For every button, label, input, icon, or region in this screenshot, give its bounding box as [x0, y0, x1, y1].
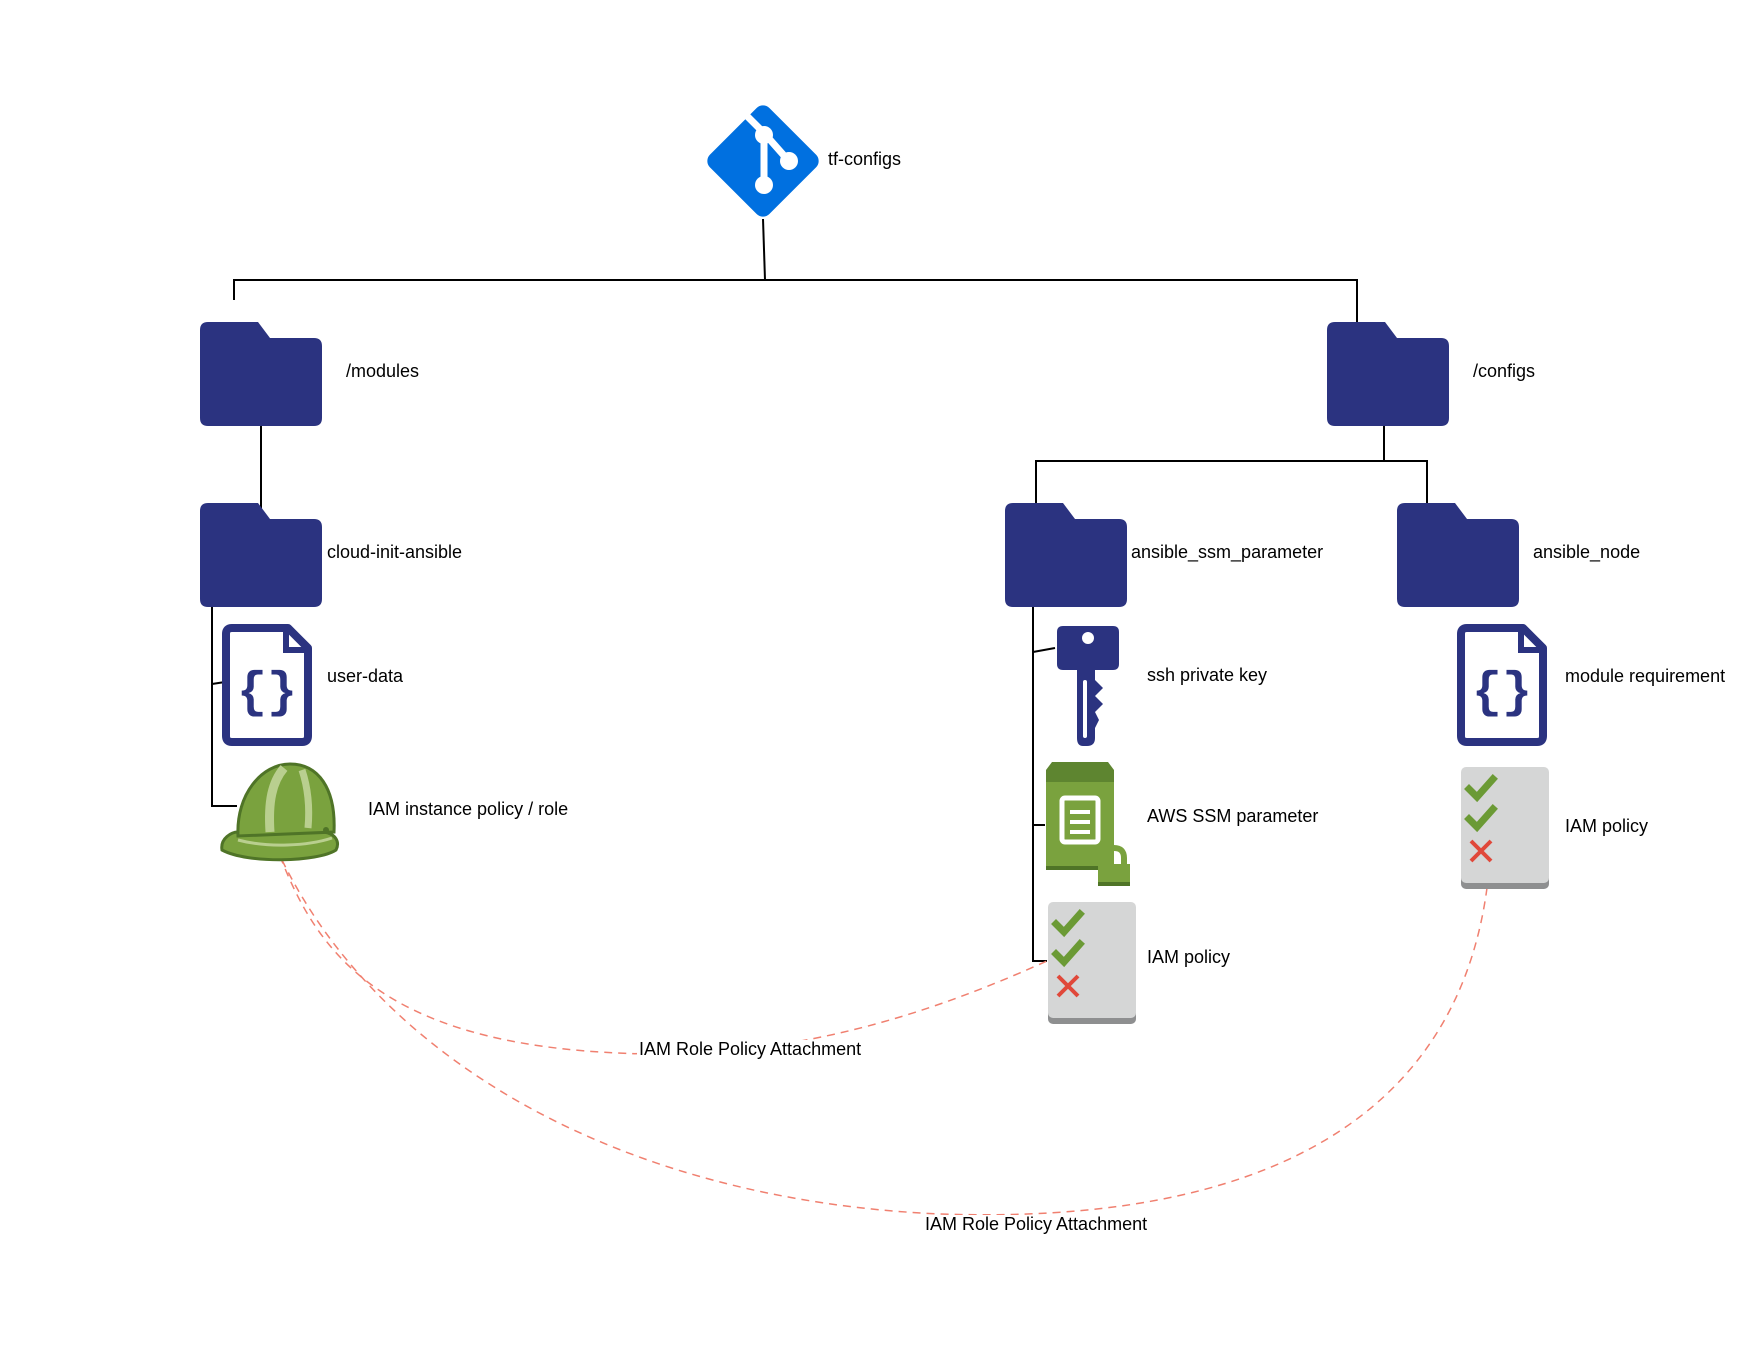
cloud-init-label: cloud-init-ansible [327, 542, 463, 562]
attachment-connectors [279, 855, 1489, 1216]
aws-ssm-label: AWS SSM parameter [1147, 806, 1319, 826]
policy-checklist-icon [1461, 767, 1549, 889]
key-icon [1057, 626, 1119, 746]
folder-icon [200, 503, 322, 607]
configs-branch-line [1035, 424, 1428, 515]
json-file-icon: {} [1457, 624, 1547, 746]
json-file-icon: {} [222, 624, 312, 746]
user-data-label: user-data [327, 666, 404, 686]
top-branch-line [233, 279, 1358, 350]
tree-connectors [211, 218, 1428, 962]
repo-label: tf-configs [828, 149, 902, 169]
ssm-folder-children-line [1032, 605, 1056, 962]
attachment-2-label: IAM Role Policy Attachment [923, 1214, 1150, 1234]
folder-icon [200, 322, 322, 426]
iam-role-label: IAM instance policy / role [368, 799, 569, 819]
ssm-param-folder-label: ansible_ssm_parameter [1131, 542, 1324, 562]
folder-icon [1005, 503, 1127, 607]
svg-text:{}: {} [1472, 665, 1532, 722]
attachment-2-line [281, 859, 1489, 1216]
git-icon [707, 105, 819, 217]
iam-policy-node-label: IAM policy [1565, 816, 1649, 836]
modules-label: /modules [346, 361, 420, 381]
module-req-label: module requirement [1565, 666, 1726, 686]
ansible-node-label: ansible_node [1533, 542, 1641, 562]
folder-icon [1327, 322, 1449, 426]
configs-label: /configs [1473, 361, 1536, 381]
attachment-1-label: IAM Role Policy Attachment [637, 1039, 864, 1059]
hard-hat-icon [220, 762, 339, 862]
folder-icon [1397, 503, 1519, 607]
attachment-1-line [279, 855, 1048, 1055]
repo-to-branch-line [762, 218, 766, 281]
iam-policy-ssm-label: IAM policy [1147, 947, 1231, 967]
ssm-parameter-icon [1046, 762, 1130, 886]
policy-checklist-icon [1048, 902, 1136, 1024]
ssh-key-label: ssh private key [1147, 665, 1268, 685]
svg-text:{}: {} [237, 665, 297, 722]
